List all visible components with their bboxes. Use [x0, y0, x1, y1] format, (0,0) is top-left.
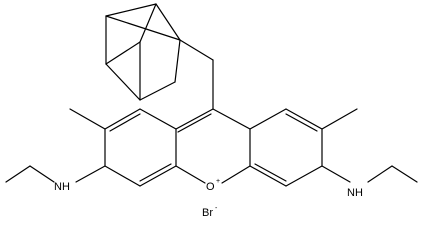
bond: [221, 165, 251, 184]
oxygen-charge-label: +: [216, 178, 220, 185]
bond-ethyl-left: [5, 165, 31, 183]
bond-methylene: [179, 39, 214, 61]
bond: [177, 113, 212, 133]
bond: [249, 108, 287, 130]
bond: [109, 113, 141, 132]
bond-ethyl-right: [391, 165, 418, 183]
nitrogen-right-label: NH: [347, 187, 363, 199]
bond: [285, 165, 323, 187]
adamantane-cage: [105, 3, 181, 101]
left-benzene-ring: [104, 108, 177, 187]
bond-methyl-right: [321, 108, 358, 130]
bond: [139, 108, 177, 130]
bond: [174, 39, 181, 83]
bond: [285, 108, 323, 130]
right-benzene-ring: [249, 108, 323, 187]
bond: [254, 163, 287, 182]
central-pyrylium-ring: [175, 108, 251, 184]
bond: [105, 41, 141, 65]
bond-amine-left: [75, 165, 106, 183]
bond: [139, 165, 177, 187]
bond: [249, 165, 287, 187]
bond: [104, 108, 141, 130]
bond-ethyl-right: [367, 165, 393, 183]
bond: [175, 165, 206, 184]
bond: [105, 3, 157, 17]
bond: [175, 108, 214, 130]
bond: [139, 3, 157, 43]
bond: [104, 165, 141, 187]
bond-methyl-left: [69, 108, 106, 130]
bond: [155, 3, 181, 41]
bond: [105, 63, 141, 101]
bond: [139, 81, 176, 101]
chemical-structure-diagram: NH NH O + Br -: [5, 3, 418, 219]
bromide-charge-label: -: [215, 205, 218, 212]
bond: [212, 108, 251, 130]
bond-amine-right: [321, 165, 351, 183]
bond: [285, 113, 318, 132]
bond-ethyl-left: [29, 165, 55, 183]
bond: [139, 163, 172, 182]
bromide-label: Br: [202, 207, 213, 219]
bond: [105, 15, 181, 41]
nitrogen-left-label: NH: [54, 181, 70, 193]
oxygen-label: O: [206, 181, 215, 193]
